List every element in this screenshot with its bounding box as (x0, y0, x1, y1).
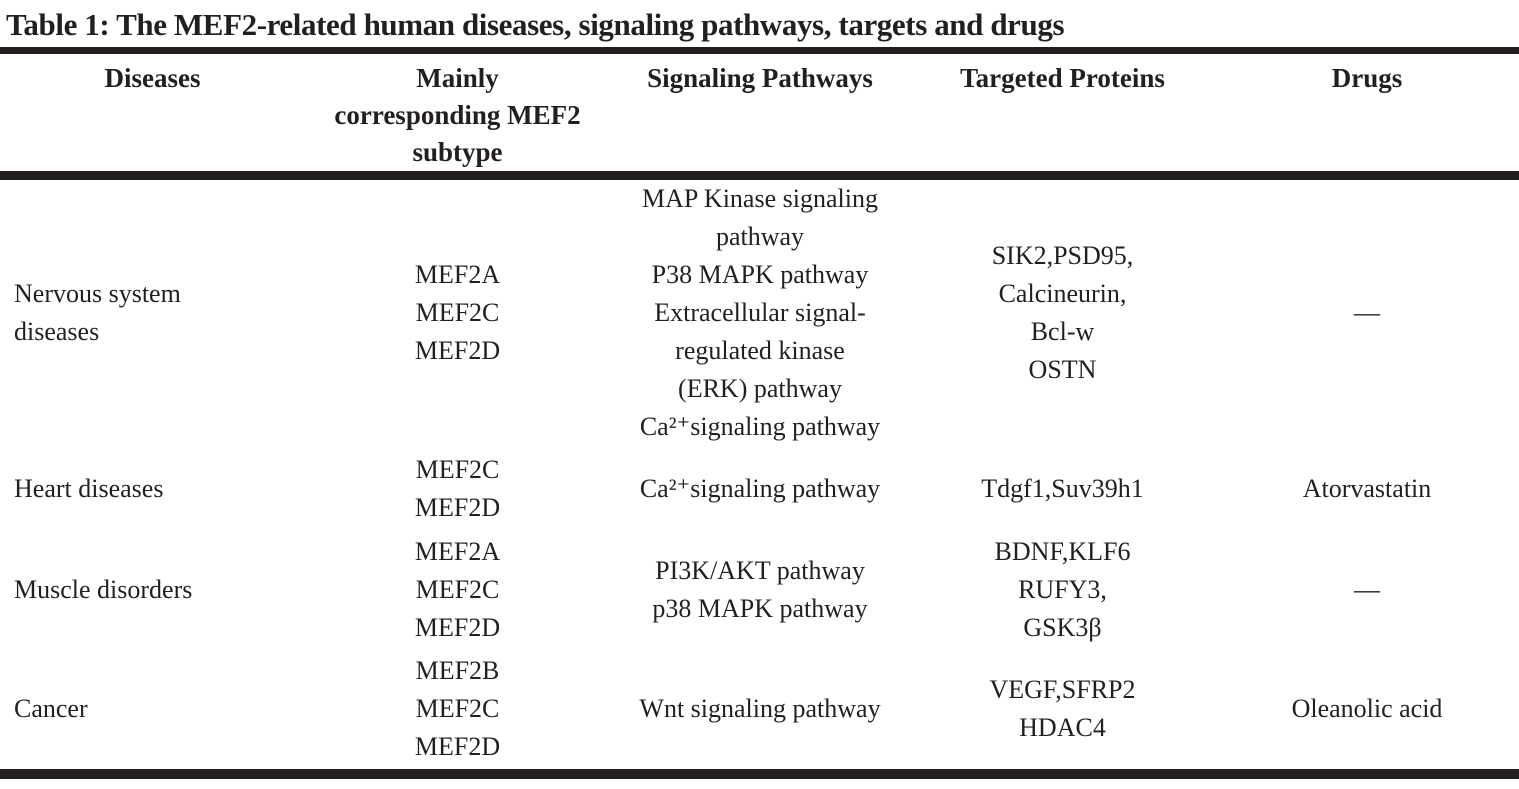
cell-mef2-subtypes: MEF2B MEF2C MEF2D (414, 655, 501, 761)
table-header: Diseases Mainly corresponding MEF2 subty… (0, 50, 1519, 180)
col-header-drugs: Drugs (1215, 50, 1519, 180)
cell-targeted-proteins: SIK2,PSD95, Calcineurin, Bcl-w OSTN (991, 241, 1134, 384)
row-heart-diseases: Heart diseases MEF2C MEF2D Ca²⁺signaling… (0, 446, 1519, 531)
cell-mef2-subtypes: MEF2C MEF2D (414, 454, 501, 522)
cell-targeted-proteins: BDNF,KLF6 RUFY3, GSK3β (994, 536, 1131, 642)
col-header-diseases: Diseases (0, 50, 305, 180)
cell-drugs: — (1354, 298, 1380, 327)
cell-disease: Cancer (14, 693, 88, 723)
cell-signaling-pathways: Ca²⁺signaling pathway (639, 473, 881, 503)
mef2-table: Diseases Mainly corresponding MEF2 subty… (0, 47, 1519, 779)
cell-mef2-subtypes: MEF2A MEF2C MEF2D (414, 536, 501, 642)
col-header-signaling-pathways: Signaling Pathways (610, 50, 910, 180)
row-cancer: Cancer MEF2B MEF2C MEF2D Wnt signaling p… (0, 648, 1519, 774)
row-nervous-system-diseases: Nervous system diseases MEF2A MEF2C MEF2… (0, 176, 1519, 447)
row-muscle-disorders: Muscle disorders MEF2A MEF2C MEF2D PI3K/… (0, 531, 1519, 648)
cell-targeted-proteins: Tdgf1,Suv39h1 (981, 473, 1144, 503)
cell-disease: Heart diseases (14, 473, 164, 503)
cell-signaling-pathways: Wnt signaling pathway (639, 693, 881, 723)
table-caption: Table 1: The MEF2-related human diseases… (6, 7, 1065, 42)
cell-disease: Nervous system diseases (14, 279, 181, 346)
header-row: Diseases Mainly corresponding MEF2 subty… (0, 50, 1519, 180)
cell-signaling-pathways: MAP Kinase signaling pathway P38 MAPK pa… (639, 184, 881, 441)
cell-drugs: — (1354, 574, 1380, 604)
cell-drugs: Atorvastatin (1302, 473, 1432, 503)
col-header-targeted-proteins: Targeted Proteins (910, 50, 1215, 180)
table-body: Nervous system diseases MEF2A MEF2C MEF2… (0, 176, 1519, 775)
cell-mef2-subtypes: MEF2A MEF2C MEF2D (414, 260, 501, 365)
cell-targeted-proteins: VEGF,SFRP2 HDAC4 (989, 674, 1136, 742)
cell-drugs: Oleanolic acid (1291, 693, 1443, 723)
cell-signaling-pathways: PI3K/AKT pathway p38 MAPK pathway (652, 555, 868, 623)
cell-disease: Muscle disorders (14, 574, 193, 604)
col-header-mef2-subtype: Mainly corresponding MEF2 subtype (305, 50, 610, 180)
